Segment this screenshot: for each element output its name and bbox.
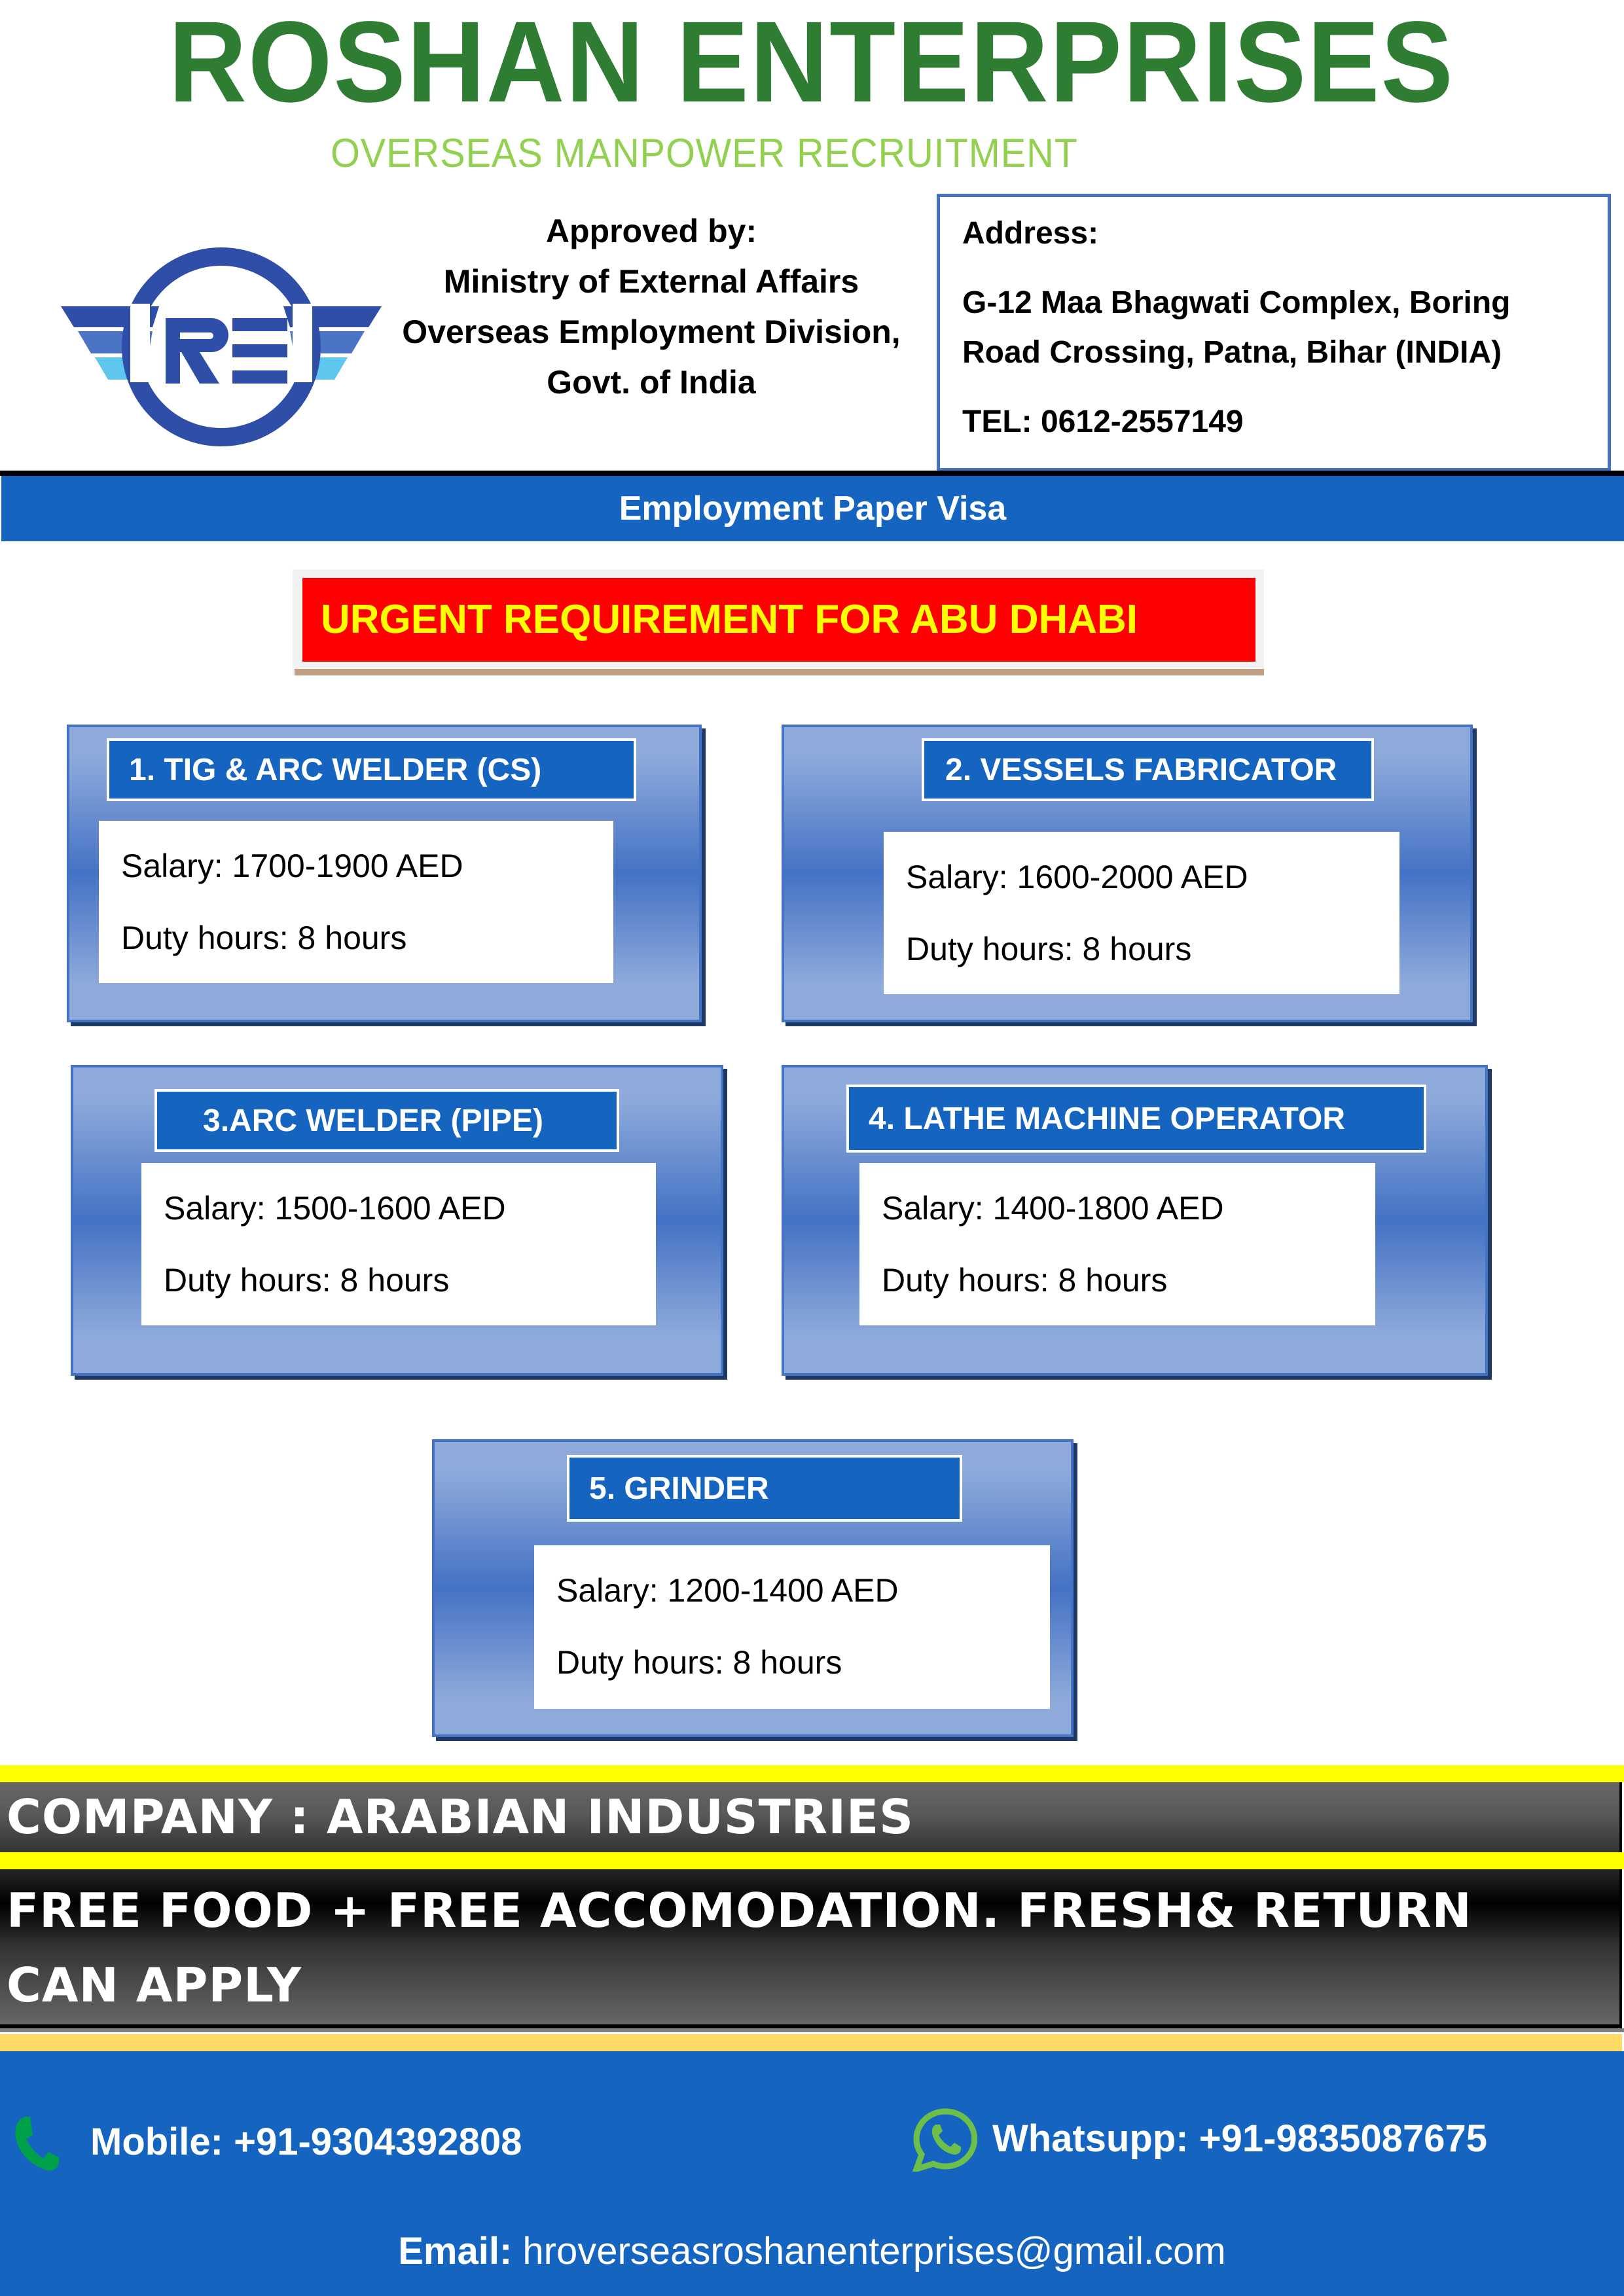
job-title-text: 5. GRINDER — [589, 1471, 769, 1506]
benefits-line-1: FREE FOOD + FREE ACCOMODATION. FRESH& RE… — [7, 1883, 1472, 1938]
approval-line: Overseas Employment Division, — [402, 314, 901, 350]
visa-type-banner: Employment Paper Visa — [1, 476, 1624, 541]
address-label: Address: — [962, 216, 1099, 251]
job-title-text: 4. LATHE MACHINE OPERATOR — [869, 1101, 1346, 1136]
job-details-4: Salary: 1400-1800 AED Duty hours: 8 hour… — [859, 1163, 1375, 1325]
company-logo — [61, 241, 382, 452]
address-box: Address: G-12 Maa Bhagwati Complex, Bori… — [937, 194, 1611, 471]
job-salary: Salary: 1500-1600 AED — [164, 1190, 506, 1227]
cream-stripe — [0, 2034, 1622, 2051]
telephone: TEL: 0612-2557149 — [962, 404, 1244, 439]
company-banner: COMPANY : ARABIAN INDUSTRIES — [0, 1782, 1622, 1852]
company-tagline: OVERSEAS MANPOWER RECRUITMENT — [331, 131, 1078, 176]
job-title-1: 1. TIG & ARC WELDER (CS) — [107, 738, 636, 801]
job-title-text: 2. VESSELS FABRICATOR — [945, 752, 1337, 787]
email-contact[interactable]: Email: hroverseasroshanenterprises@gmail… — [0, 2225, 1624, 2278]
yellow-stripe — [0, 1765, 1624, 1782]
re-logo-icon — [61, 247, 382, 446]
job-title-4: 4. LATHE MACHINE OPERATOR — [846, 1085, 1426, 1153]
job-salary: Salary: 1200-1400 AED — [556, 1572, 899, 1609]
whatsapp-number: Whatsupp: +91-9835087675 — [992, 2117, 1487, 2160]
address-line-1: G-12 Maa Bhagwati Complex, Boring — [962, 285, 1511, 320]
divider — [0, 2028, 1624, 2032]
job-details-3: Salary: 1500-1600 AED Duty hours: 8 hour… — [141, 1163, 656, 1325]
job-duty-hours: Duty hours: 8 hours — [121, 920, 407, 956]
job-salary: Salary: 1700-1900 AED — [121, 848, 463, 884]
job-title-text: 3.ARC WELDER (PIPE) — [203, 1103, 544, 1138]
approval-line: Ministry of External Affairs — [443, 263, 859, 300]
job-card-3: 3.ARC WELDER (PIPE) Salary: 1500-1600 AE… — [71, 1065, 723, 1376]
whatsapp-icon — [907, 2106, 984, 2174]
job-details-5: Salary: 1200-1400 AED Duty hours: 8 hour… — [534, 1545, 1050, 1709]
whatsapp-contact[interactable]: Whatsupp: +91-9835087675 — [907, 2106, 1487, 2174]
job-duty-hours: Duty hours: 8 hours — [906, 931, 1192, 967]
mobile-number: Mobile: +91-9304392808 — [90, 2121, 522, 2163]
job-duty-hours: Duty hours: 8 hours — [556, 1644, 842, 1681]
contact-footer — [0, 2051, 1624, 2296]
email-label: Email: — [398, 2230, 513, 2272]
job-card-1: 1. TIG & ARC WELDER (CS) Salary: 1700-19… — [67, 725, 702, 1022]
approval-info: Approved by: Ministry of External Affair… — [386, 206, 916, 408]
phone-icon — [12, 2113, 85, 2172]
company-name: ROSHAN ENTERPRISES — [168, 0, 1454, 126]
job-duty-hours: Duty hours: 8 hours — [882, 1262, 1168, 1299]
job-card-4: 4. LATHE MACHINE OPERATOR Salary: 1400-1… — [782, 1065, 1488, 1376]
benefits-line-2: CAN APPLY — [7, 1958, 302, 2013]
job-details-2: Salary: 1600-2000 AED Duty hours: 8 hour… — [884, 832, 1399, 994]
mobile-contact[interactable]: Mobile: +91-9304392808 — [12, 2113, 522, 2172]
job-salary: Salary: 1600-2000 AED — [906, 859, 1248, 895]
divider — [0, 471, 1624, 476]
urgent-shadow — [295, 669, 1264, 675]
job-title-5: 5. GRINDER — [567, 1455, 962, 1522]
approval-line: Approved by: — [545, 213, 757, 249]
job-card-5: 5. GRINDER Salary: 1200-1400 AED Duty ho… — [432, 1439, 1074, 1737]
job-salary: Salary: 1400-1800 AED — [882, 1190, 1224, 1227]
benefits-banner: FREE FOOD + FREE ACCOMODATION. FRESH& RE… — [0, 1869, 1622, 2028]
approval-line: Govt. of India — [547, 364, 756, 401]
job-title-text: 1. TIG & ARC WELDER (CS) — [129, 752, 542, 787]
urgent-requirement-banner: URGENT REQUIREMENT FOR ABU DHABI — [302, 578, 1255, 662]
yellow-stripe — [0, 1852, 1624, 1869]
email-address[interactable]: hroverseasroshanenterprises@gmail.com — [512, 2230, 1226, 2272]
job-duty-hours: Duty hours: 8 hours — [164, 1262, 450, 1299]
job-card-2: 2. VESSELS FABRICATOR Salary: 1600-2000 … — [782, 725, 1473, 1022]
job-title-3: 3.ARC WELDER (PIPE) — [154, 1089, 619, 1152]
job-title-2: 2. VESSELS FABRICATOR — [922, 738, 1374, 801]
address-text: G-12 Maa Bhagwati Complex, Boring Road C… — [962, 278, 1588, 378]
address-line-2: Road Crossing, Patna, Bihar (INDIA) — [962, 335, 1502, 370]
job-details-1: Salary: 1700-1900 AED Duty hours: 8 hour… — [99, 821, 613, 983]
